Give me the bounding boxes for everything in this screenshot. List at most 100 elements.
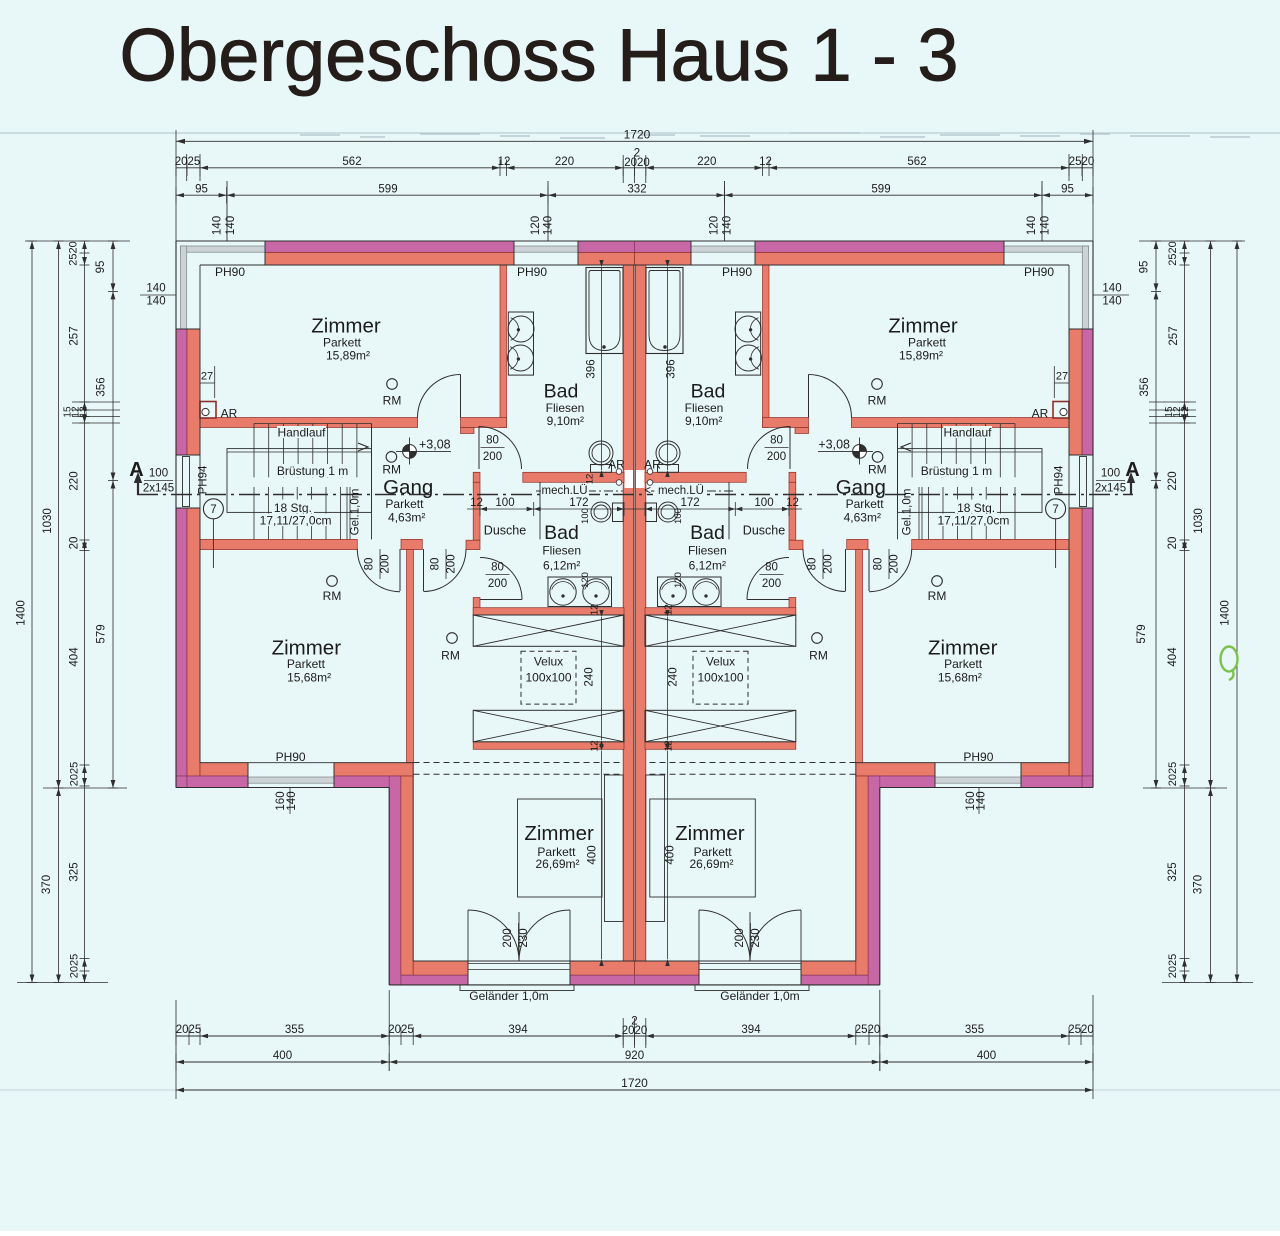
svg-text:17,11/27,0cm: 17,11/27,0cm — [260, 514, 332, 528]
svg-text:12: 12 — [71, 406, 82, 418]
svg-text:Parkett: Parkett — [385, 497, 424, 511]
svg-text:400: 400 — [665, 845, 677, 864]
svg-text:240: 240 — [668, 667, 680, 686]
svg-text:579: 579 — [1136, 624, 1148, 643]
svg-text:599: 599 — [871, 184, 890, 196]
svg-text:100: 100 — [673, 508, 684, 524]
svg-text:2520: 2520 — [1167, 241, 1179, 265]
svg-text:12: 12 — [589, 740, 600, 752]
svg-text:1030: 1030 — [42, 508, 54, 534]
svg-text:RM: RM — [323, 589, 342, 603]
svg-text:100: 100 — [754, 497, 773, 509]
svg-text:355: 355 — [965, 1024, 984, 1036]
svg-text:12: 12 — [498, 156, 511, 168]
svg-text:95: 95 — [1061, 184, 1074, 196]
svg-text:80: 80 — [770, 435, 783, 447]
svg-text:4,63m²: 4,63m² — [844, 510, 881, 524]
svg-text:95: 95 — [195, 184, 208, 196]
svg-text:325: 325 — [1167, 862, 1179, 881]
svg-text:15,68m²: 15,68m² — [287, 670, 331, 684]
svg-text:140: 140 — [1040, 216, 1052, 235]
svg-text:2: 2 — [634, 148, 640, 160]
svg-text:160: 160 — [275, 791, 287, 810]
svg-text:15,89m²: 15,89m² — [899, 348, 943, 362]
svg-text:Dusche: Dusche — [743, 524, 785, 538]
svg-text:Parkett: Parkett — [537, 845, 576, 859]
svg-text:12: 12 — [1172, 406, 1183, 418]
svg-text:100x100: 100x100 — [697, 671, 743, 685]
svg-text:599: 599 — [378, 184, 397, 196]
svg-text:12: 12 — [470, 497, 483, 509]
svg-text:100: 100 — [495, 497, 514, 509]
svg-text:140: 140 — [286, 791, 298, 810]
svg-text:7: 7 — [1052, 504, 1058, 516]
svg-text:2025: 2025 — [1167, 954, 1179, 978]
svg-text:80: 80 — [873, 558, 885, 571]
svg-text:AR: AR — [608, 458, 625, 472]
svg-text:2020: 2020 — [624, 157, 650, 169]
svg-text:PH90: PH90 — [215, 265, 245, 279]
svg-text:9,10m²: 9,10m² — [685, 414, 722, 428]
svg-text:404: 404 — [1167, 647, 1179, 667]
svg-text:PH94: PH94 — [1054, 465, 1066, 494]
svg-text:120: 120 — [709, 216, 721, 235]
svg-text:12: 12 — [664, 740, 675, 752]
svg-text:80: 80 — [430, 558, 442, 571]
svg-text:Zimmer: Zimmer — [928, 636, 998, 659]
svg-text:Dusche: Dusche — [484, 524, 526, 538]
svg-text:RM: RM — [383, 394, 402, 408]
svg-text:Zimmer: Zimmer — [675, 822, 745, 845]
svg-text:Brüstung 1 m: Brüstung 1 m — [277, 464, 348, 478]
svg-text:100: 100 — [149, 468, 168, 480]
svg-text:1400: 1400 — [1220, 600, 1232, 626]
svg-text:27: 27 — [201, 371, 213, 383]
svg-text:140: 140 — [225, 216, 237, 235]
svg-text:RM: RM — [928, 589, 947, 603]
svg-text:PH90: PH90 — [1024, 265, 1054, 279]
svg-text:400: 400 — [273, 1050, 292, 1062]
svg-text:396: 396 — [666, 359, 678, 378]
svg-text:2520: 2520 — [1068, 1024, 1094, 1036]
svg-text:355: 355 — [285, 1024, 304, 1036]
svg-text:200: 200 — [502, 928, 514, 947]
svg-text:230: 230 — [518, 928, 530, 947]
svg-text:120: 120 — [530, 216, 542, 235]
svg-text:Parkett: Parkett — [694, 845, 733, 859]
svg-text:257: 257 — [1168, 326, 1180, 345]
svg-text:220: 220 — [69, 471, 81, 490]
svg-text:Zimmer: Zimmer — [272, 636, 342, 659]
svg-text:Bad: Bad — [544, 522, 579, 544]
svg-text:95: 95 — [1139, 261, 1151, 274]
svg-text:12: 12 — [585, 474, 596, 485]
svg-text:AR: AR — [221, 406, 238, 420]
svg-text:257: 257 — [69, 326, 81, 345]
svg-text:Geländer 1,0m: Geländer 1,0m — [469, 989, 548, 1003]
svg-text:2025: 2025 — [388, 1024, 414, 1036]
svg-text:Parkett: Parkett — [287, 657, 326, 671]
svg-text:400: 400 — [587, 845, 599, 864]
svg-text:200: 200 — [380, 554, 392, 573]
svg-text:15: 15 — [63, 406, 74, 418]
svg-text:PH94: PH94 — [198, 465, 210, 494]
svg-text:A: A — [1125, 459, 1139, 481]
svg-text:160: 160 — [965, 791, 977, 810]
svg-text:2025: 2025 — [69, 954, 81, 978]
svg-text:Parkett: Parkett — [944, 657, 983, 671]
svg-text:Zimmer: Zimmer — [524, 822, 594, 845]
svg-text:Fliesen: Fliesen — [688, 544, 727, 558]
svg-text:80: 80 — [491, 562, 504, 574]
svg-text:200: 200 — [762, 578, 781, 590]
svg-text:400: 400 — [977, 1050, 996, 1062]
svg-text:12: 12 — [589, 604, 600, 616]
svg-text:Parkett: Parkett — [323, 336, 362, 350]
svg-text:2520: 2520 — [855, 1024, 881, 1036]
svg-text:RM: RM — [809, 649, 828, 663]
svg-text:1720: 1720 — [624, 128, 651, 142]
svg-text:120: 120 — [580, 572, 591, 588]
svg-text:140: 140 — [722, 216, 734, 235]
svg-text:15: 15 — [1164, 406, 1175, 418]
svg-text:2x145: 2x145 — [143, 483, 174, 495]
svg-text:18 Stg.: 18 Stg. — [957, 501, 995, 515]
svg-text:140: 140 — [543, 216, 555, 235]
svg-text:370: 370 — [1193, 875, 1205, 894]
